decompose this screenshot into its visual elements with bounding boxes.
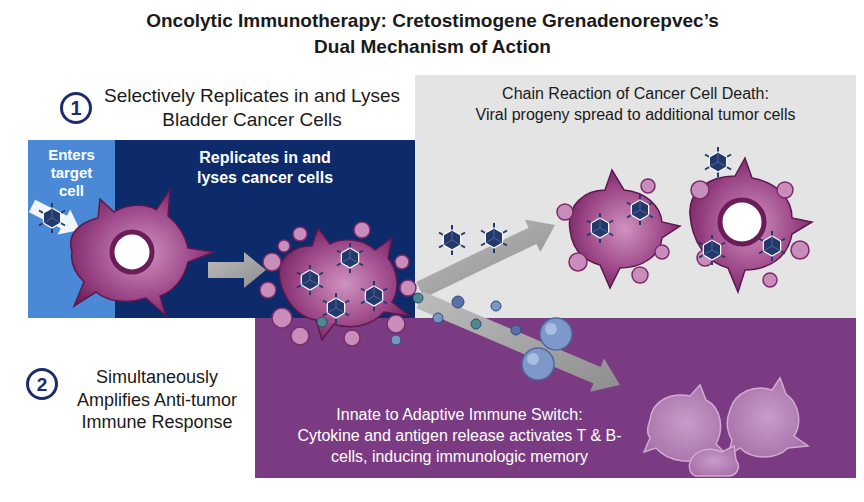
- cytokine-dots: [317, 293, 521, 345]
- panel-heading: Enters target cell: [40, 146, 104, 200]
- callout-number: 1: [70, 98, 81, 118]
- virus: [361, 281, 387, 311]
- virus: [297, 265, 323, 295]
- virus: [587, 213, 613, 243]
- spread-arrow: [416, 220, 555, 299]
- virus: [699, 235, 725, 265]
- step-heading: 1 Selectively Replicates in and Lyses Bla…: [60, 84, 402, 132]
- panel-heading: Chain Reaction of Cancer Cell Death:: [426, 83, 846, 104]
- virus: [337, 243, 363, 273]
- virus: [323, 293, 349, 323]
- immune-arrow: [417, 292, 621, 392]
- step-text: Selectively Replicates in and Lyses Blad…: [102, 84, 402, 132]
- step-text: Simultaneously Amplifies Anti-tumor Immu…: [68, 366, 246, 434]
- panel-text: Viral progeny spread to additional tumor…: [426, 104, 846, 125]
- panel-text: Cytokine and antigen release activates T…: [287, 425, 632, 467]
- number-circle: 1: [60, 92, 92, 124]
- virus: [705, 147, 731, 177]
- virus: [439, 225, 465, 255]
- virus: [627, 195, 653, 225]
- lysing-cell: [260, 222, 416, 346]
- virus: [481, 223, 507, 253]
- panel-heading: Replicates in and lyses cancer cells: [180, 148, 350, 188]
- cancer-cell: [71, 190, 214, 316]
- virus: [759, 231, 785, 261]
- memory-cells: [644, 378, 808, 476]
- lymphocytes: [522, 318, 572, 380]
- panel-heading: Innate to Adaptive Immune Switch:: [287, 404, 632, 425]
- virus: [39, 203, 65, 233]
- callout-number: 2: [37, 375, 48, 394]
- step-heading: 2 Simultaneously Amplifies Anti-tumor Imm…: [26, 366, 246, 434]
- infected-cells: [557, 158, 812, 292]
- entry-arrow: [29, 200, 80, 235]
- number-circle: 2: [26, 368, 58, 400]
- flow-arrow: [208, 252, 266, 288]
- diagram-title: Oncolytic Immunotherapy: Cretostimogene …: [143, 8, 722, 60]
